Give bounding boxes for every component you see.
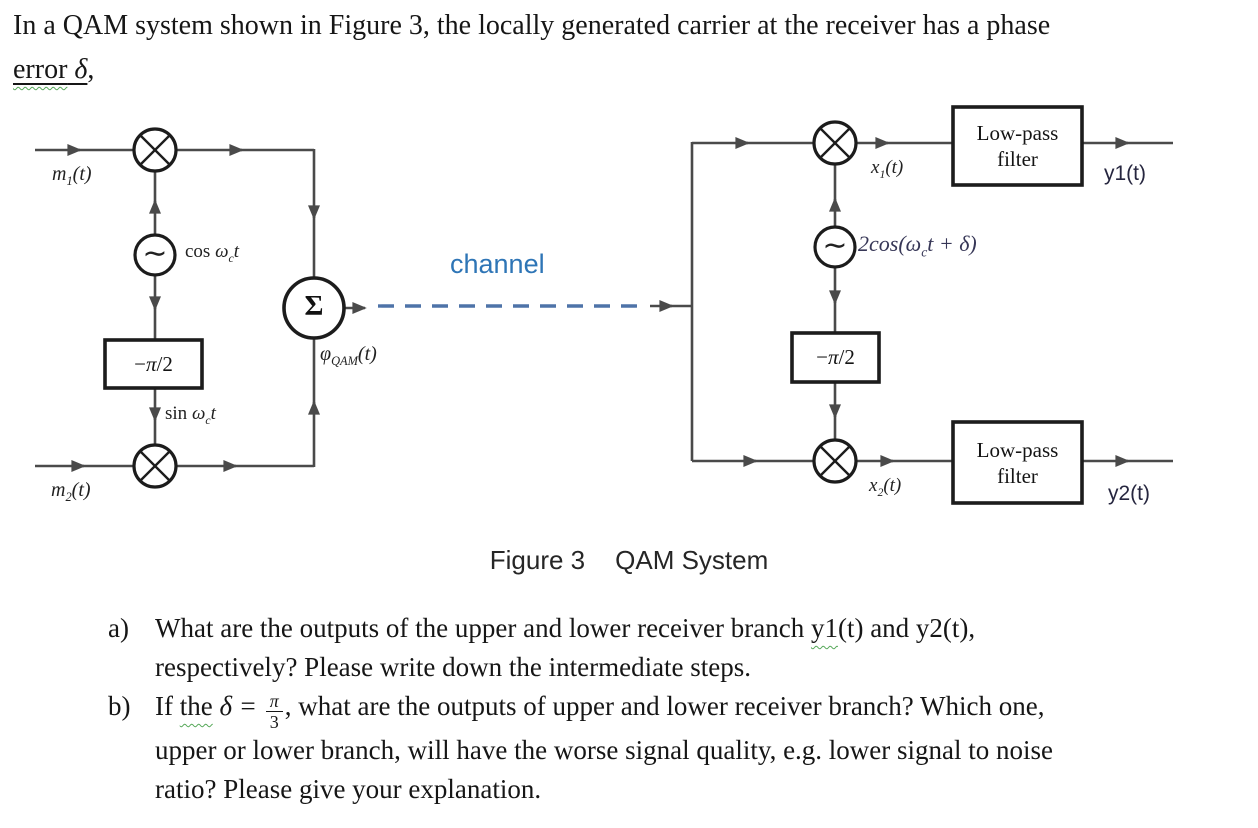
multiplier-node-tx-lower bbox=[132, 443, 178, 489]
lowpass-filter-box-lower bbox=[951, 420, 1084, 505]
rx-oscillator-label: 2cos(ωct + δ) bbox=[858, 231, 977, 260]
phase-shift-label-rx: −π/2 bbox=[816, 345, 855, 369]
multiplier-node-rx-upper bbox=[812, 120, 858, 166]
delta-equation: δ = bbox=[212, 691, 264, 721]
channel-label: channel bbox=[450, 249, 545, 279]
lowpass-filter-box-upper bbox=[951, 105, 1084, 187]
intro-line-2: error δ, bbox=[13, 48, 1251, 92]
figure-title: QAM System bbox=[615, 545, 769, 575]
intro-comma: , bbox=[87, 54, 95, 85]
question-a-line-2: respectively? Please write down the inte… bbox=[155, 652, 752, 682]
intro-paragraph: In a QAM system shown in Figure 3, the l… bbox=[13, 4, 1251, 92]
figure-caption: Figure 3 QAM System bbox=[0, 545, 1258, 576]
signal-paths bbox=[35, 137, 1173, 472]
sin-carrier-label: sin ωct bbox=[165, 403, 216, 427]
phase-shift-box-rx bbox=[790, 331, 881, 384]
intro-line-1: In a QAM system shown in Figure 3, the l… bbox=[13, 10, 1051, 41]
lowpass-filter-label-lower: Low-pass filter bbox=[976, 437, 1059, 488]
cos-carrier-label: cos ωct bbox=[185, 241, 240, 265]
delta-symbol: δ bbox=[67, 54, 88, 85]
y2-output-label: y2(t) bbox=[1108, 482, 1150, 505]
diagram-nodes bbox=[103, 105, 1084, 505]
tx-lower-path bbox=[35, 339, 320, 472]
y1-output-label: y1(t) bbox=[1104, 162, 1146, 185]
question-b-line-2: upper or lower branch, will have the wor… bbox=[155, 735, 1054, 766]
m2-label: m2(t) bbox=[51, 479, 91, 504]
phase-shift-box-tx bbox=[103, 338, 204, 390]
qam-block-diagram bbox=[35, 105, 1173, 505]
misspelled-word-y1: y1 bbox=[810, 613, 838, 643]
phase-shift-label-tx: −π/2 bbox=[134, 351, 173, 376]
oscillator-node-tx bbox=[133, 233, 177, 277]
question-a: a)What are the outputs of the upper and … bbox=[108, 609, 1258, 687]
sigma-symbol: Σ bbox=[304, 289, 324, 322]
x1-label: x1(t) bbox=[871, 157, 904, 181]
list-marker-a: a) bbox=[108, 613, 129, 643]
multiplier-node-tx-upper bbox=[132, 127, 178, 173]
multiplier-node-rx-lower bbox=[812, 438, 858, 484]
summation-node bbox=[282, 276, 346, 340]
misspelled-word-error: error bbox=[13, 54, 68, 85]
question-b-line-3: ratio? Please give your explanation. bbox=[155, 774, 542, 805]
list-marker-b: b) bbox=[108, 691, 131, 721]
m1-label: m1(t) bbox=[52, 163, 92, 188]
lowpass-filter-label-upper: Low-pass filter bbox=[976, 121, 1059, 171]
tx-upper-path bbox=[35, 144, 320, 279]
oscillator-tilde-icon: ∼ bbox=[822, 227, 848, 263]
misspelled-word-the: the bbox=[179, 691, 213, 721]
phi-qam-label: φQAM(t) bbox=[320, 343, 377, 368]
oscillator-node-rx bbox=[813, 225, 857, 269]
figure-number: Figure 3 bbox=[489, 545, 586, 575]
question-a-line-1: a)What are the outputs of the upper and … bbox=[108, 609, 1258, 648]
x2-label: x2(t) bbox=[869, 475, 902, 499]
oscillator-tilde-icon: ∼ bbox=[142, 235, 168, 271]
qam-figure: Σ ∼ ∼ −π/2 −π/2 Low-pass filter Low-pass… bbox=[35, 105, 1173, 505]
